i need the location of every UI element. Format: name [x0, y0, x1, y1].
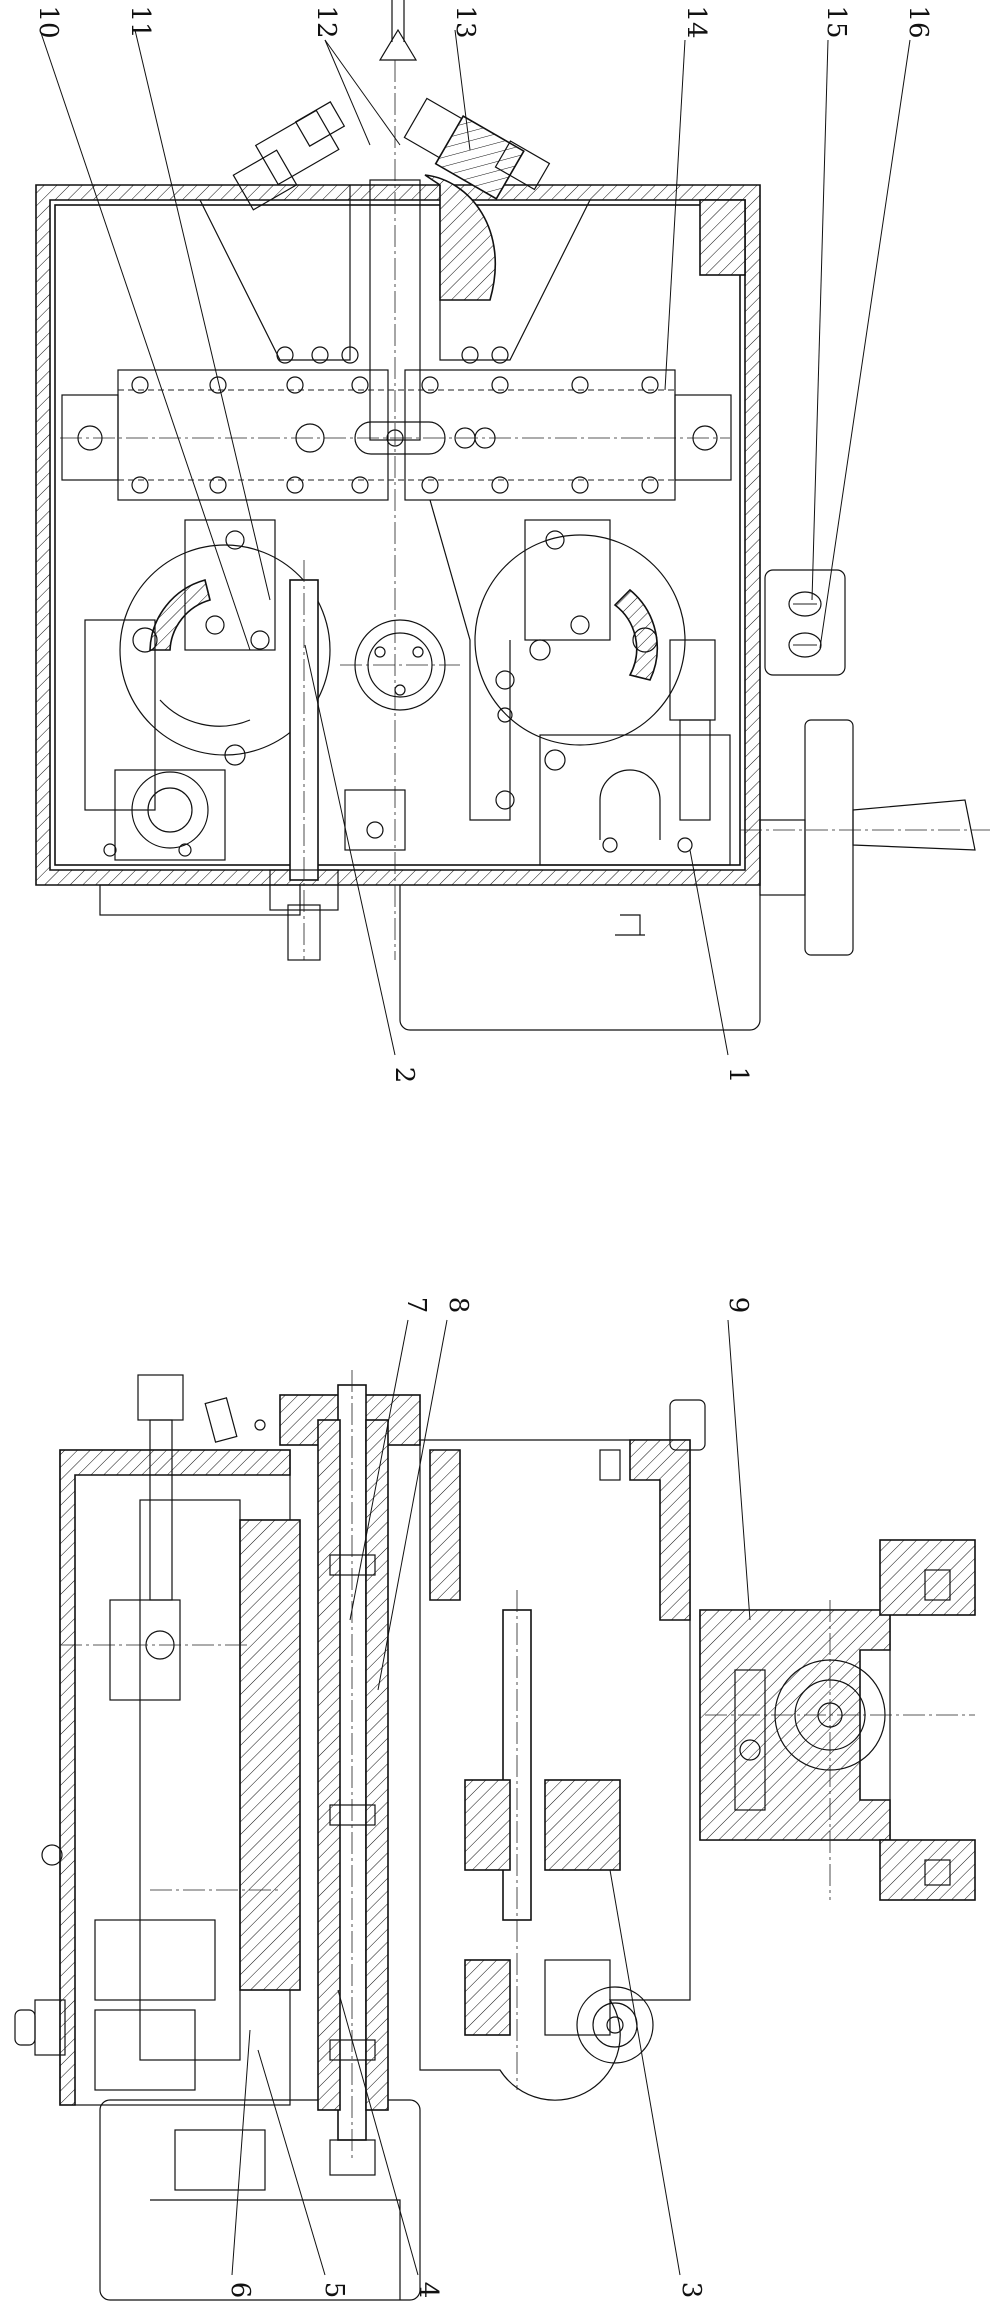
- label-4: 4: [413, 2282, 443, 2299]
- main-shaft: [337, 1384, 367, 2141]
- end-wall: [699, 199, 746, 276]
- handwheel: [740, 719, 990, 956]
- label-6: 6: [225, 2282, 255, 2299]
- label-9: 9: [723, 1297, 753, 1314]
- base-plinth: [399, 885, 761, 1031]
- label-14: 14: [681, 5, 711, 38]
- worm-wheel-section: [699, 1539, 976, 1901]
- base-block: [99, 2099, 421, 2301]
- label-2: 2: [389, 1067, 419, 1084]
- label-8: 8: [443, 1297, 473, 1314]
- control-box: [764, 569, 846, 676]
- leader-lines: [39, 29, 911, 2276]
- center-flange: [340, 619, 460, 711]
- label-13: 13: [450, 5, 480, 38]
- label-7: 7: [401, 1297, 431, 1314]
- label-11: 11: [125, 5, 155, 38]
- label-12: 12: [311, 5, 341, 38]
- worm-gear: [576, 1986, 654, 2064]
- housing-interior: [54, 204, 741, 866]
- lower-mechanisms: [84, 619, 731, 866]
- label-15: 15: [821, 5, 851, 38]
- top-view: [35, 0, 990, 1031]
- label-3: 3: [676, 2282, 706, 2299]
- label-5: 5: [319, 2282, 349, 2299]
- gear-housing: [419, 1439, 691, 2101]
- label-16: 16: [903, 5, 933, 38]
- part-labels: 10 11 12 13 14 15 16 2 1 7 8 9 3 4 5 6: [33, 5, 933, 2298]
- label-1: 1: [723, 1067, 753, 1084]
- cutter-head-assembly: [199, 0, 591, 960]
- left-rotary-cam: [119, 519, 339, 961]
- slide-plates: [60, 346, 732, 501]
- label-10: 10: [33, 5, 63, 38]
- bottom-view: [14, 1370, 976, 2301]
